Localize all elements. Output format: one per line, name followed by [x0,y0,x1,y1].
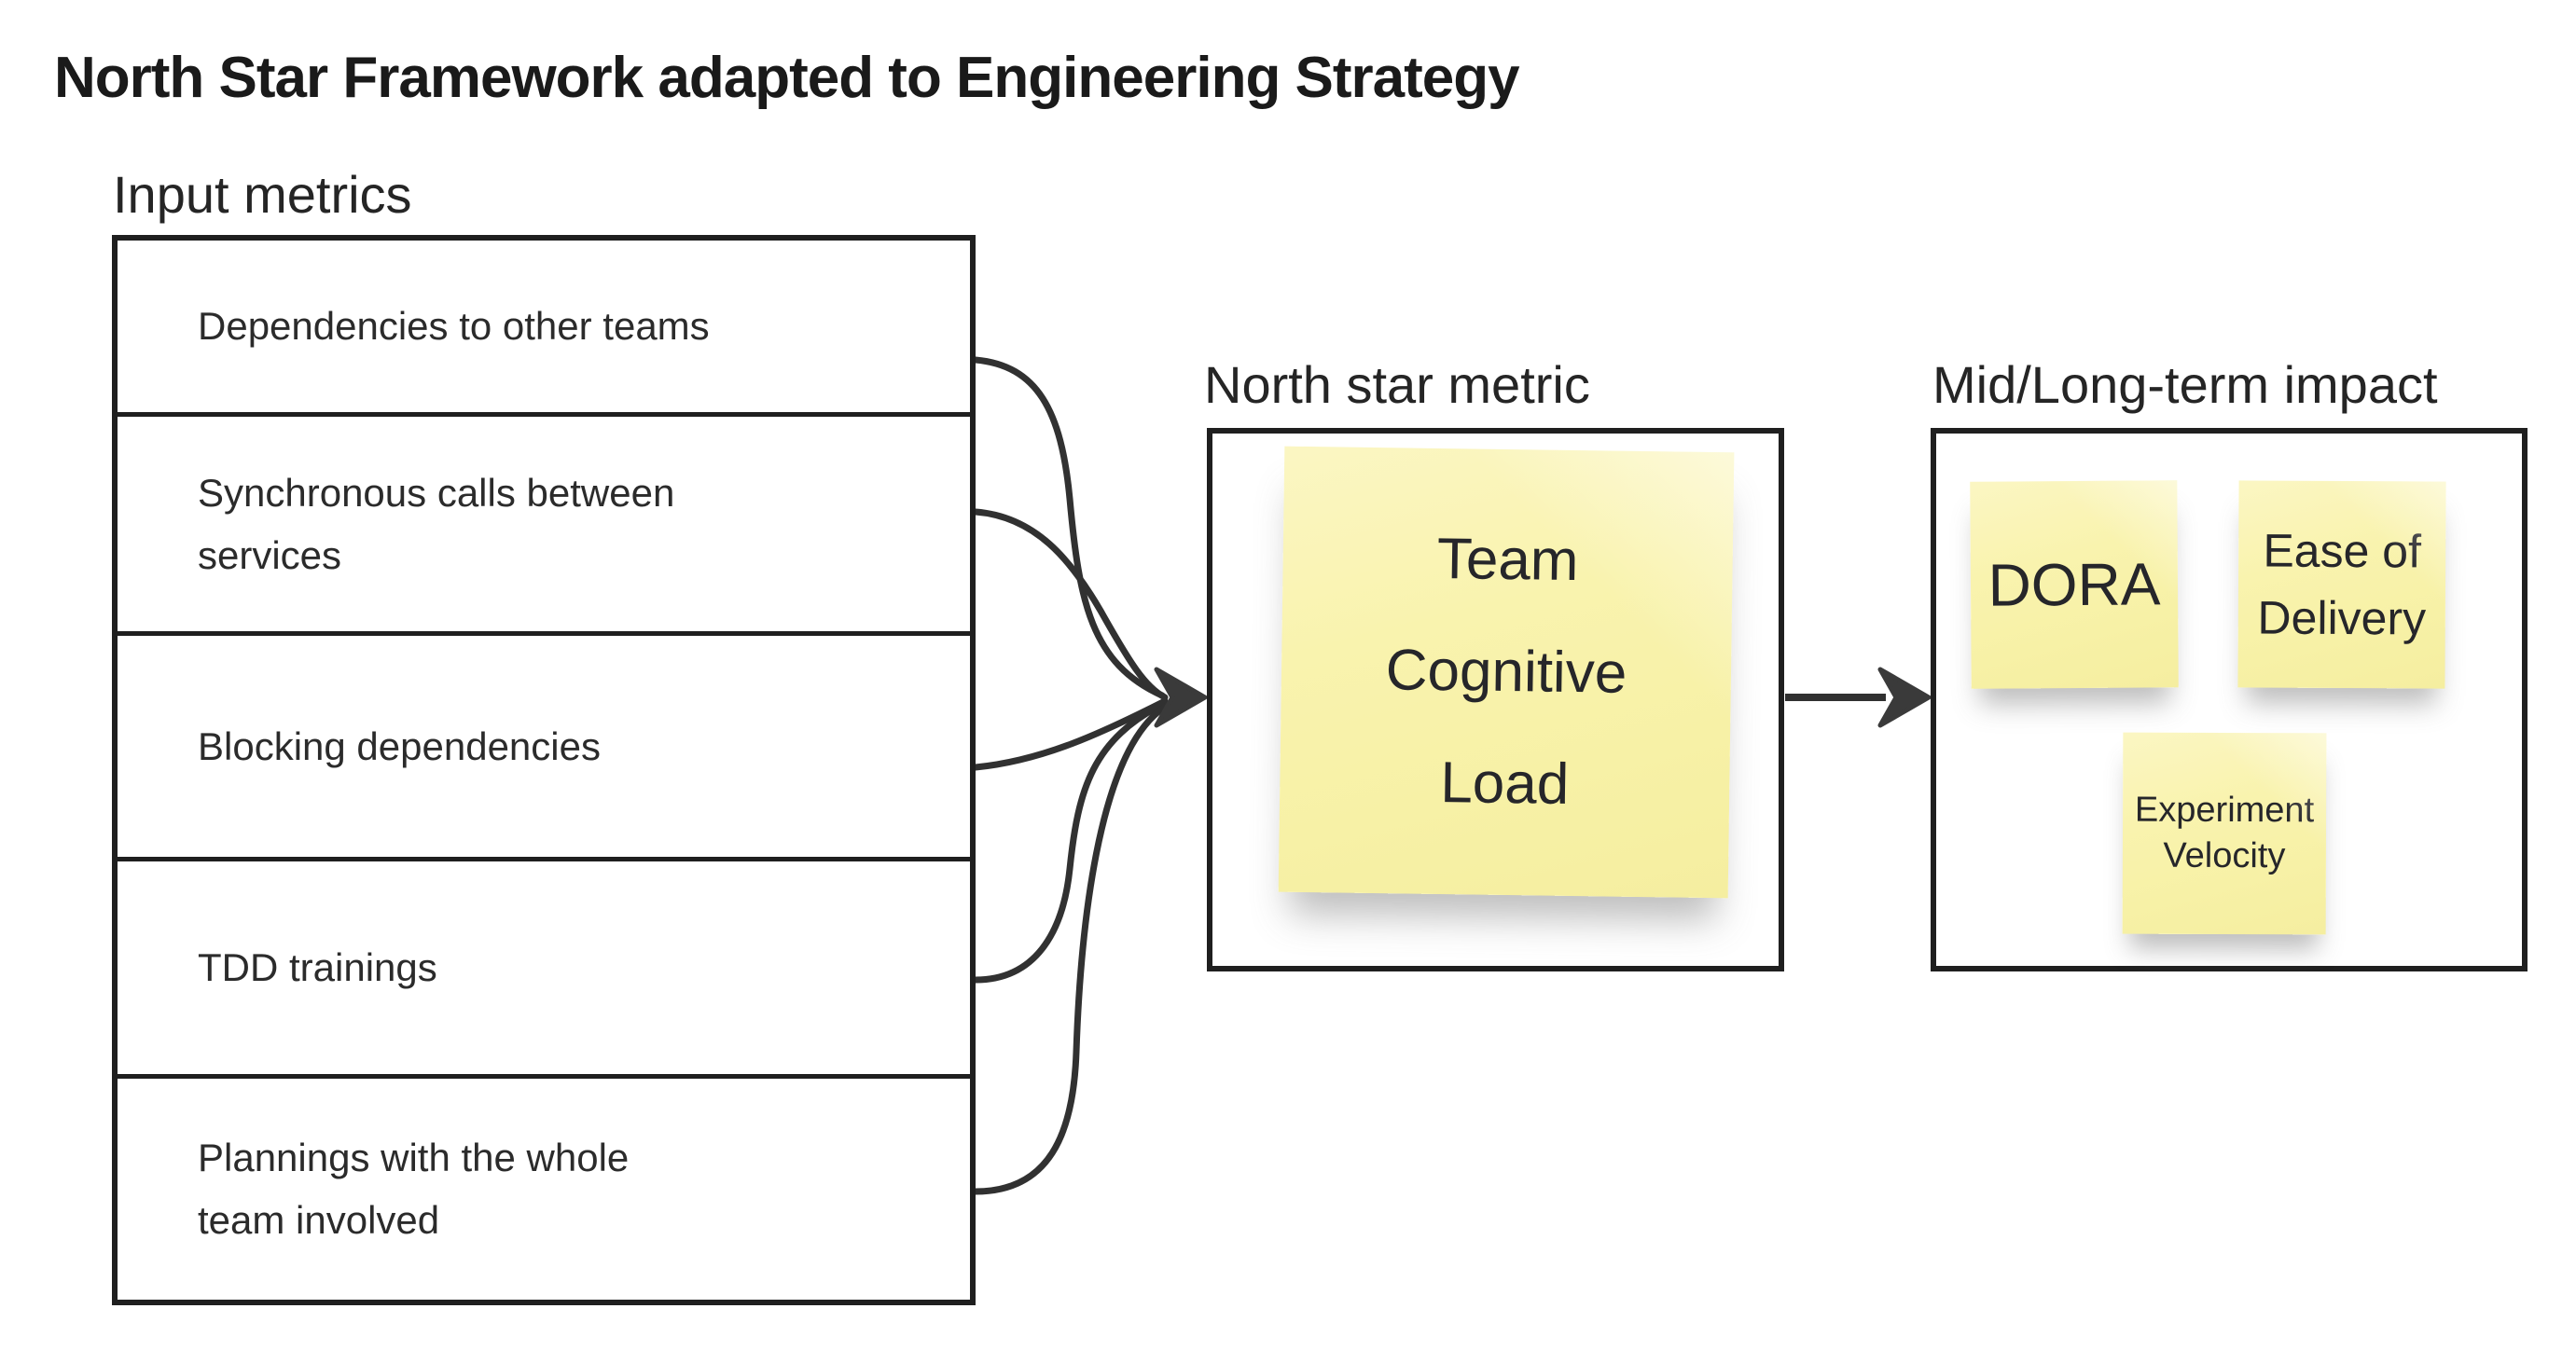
input-row-plannings: Plannings with the whole team involved [118,1073,970,1300]
north-star-box: Team Cognitive Load [1207,428,1784,971]
input-row-label: Synchronous calls between services [198,470,675,577]
sticky-note-text: Experiment Velocity [2134,790,2315,876]
sticky-note-text: Team Cognitive Load [1385,526,1627,817]
input-row-label: Plannings with the whole team involved [198,1136,630,1243]
input-row-tdd-trainings: TDD trainings [118,857,970,1074]
input-row-blocking-dependencies: Blocking dependencies [118,630,970,857]
sticky-note-ease-of-delivery: Ease of Delivery [2237,480,2446,689]
curve-dependencies-to-north-star [972,356,1166,699]
input-row-synchronous-calls: Synchronous calls between services [118,412,970,631]
input-metrics-box: Dependencies to other teams Synchronous … [112,235,976,1305]
north-star-label: North star metric [1204,355,1590,414]
sticky-note-dora: DORA [1970,480,2179,689]
arrowhead-into-north-star [1154,667,1208,728]
curve-plannings-to-north-star [972,702,1170,1195]
sticky-note-text: DORA [1987,550,2161,619]
diagram-title: North Star Framework adapted to Engineer… [54,46,1520,110]
impact-label: Mid/Long-term impact [1932,355,2438,414]
curve-blocking-dependencies-to-north-star [972,697,1169,771]
sticky-note-text: Ease of Delivery [2257,524,2427,645]
sticky-note-experiment-velocity: Experiment Velocity [2122,732,2327,935]
impact-box: DORA Ease of Delivery Experiment Velocit… [1931,428,2528,971]
input-row-dependencies: Dependencies to other teams [118,241,970,412]
sticky-note-team-cognitive-load: Team Cognitive Load [1278,446,1735,899]
arrowhead-into-impact [1877,667,1932,728]
curve-synchronous-calls-to-north-star [972,508,1169,701]
input-row-label: Dependencies to other teams [198,304,710,349]
input-row-label: TDD trainings [198,945,437,990]
input-metrics-label: Input metrics [113,165,412,224]
input-row-label: Blocking dependencies [198,723,601,768]
curve-tdd-trainings-to-north-star [972,699,1169,984]
